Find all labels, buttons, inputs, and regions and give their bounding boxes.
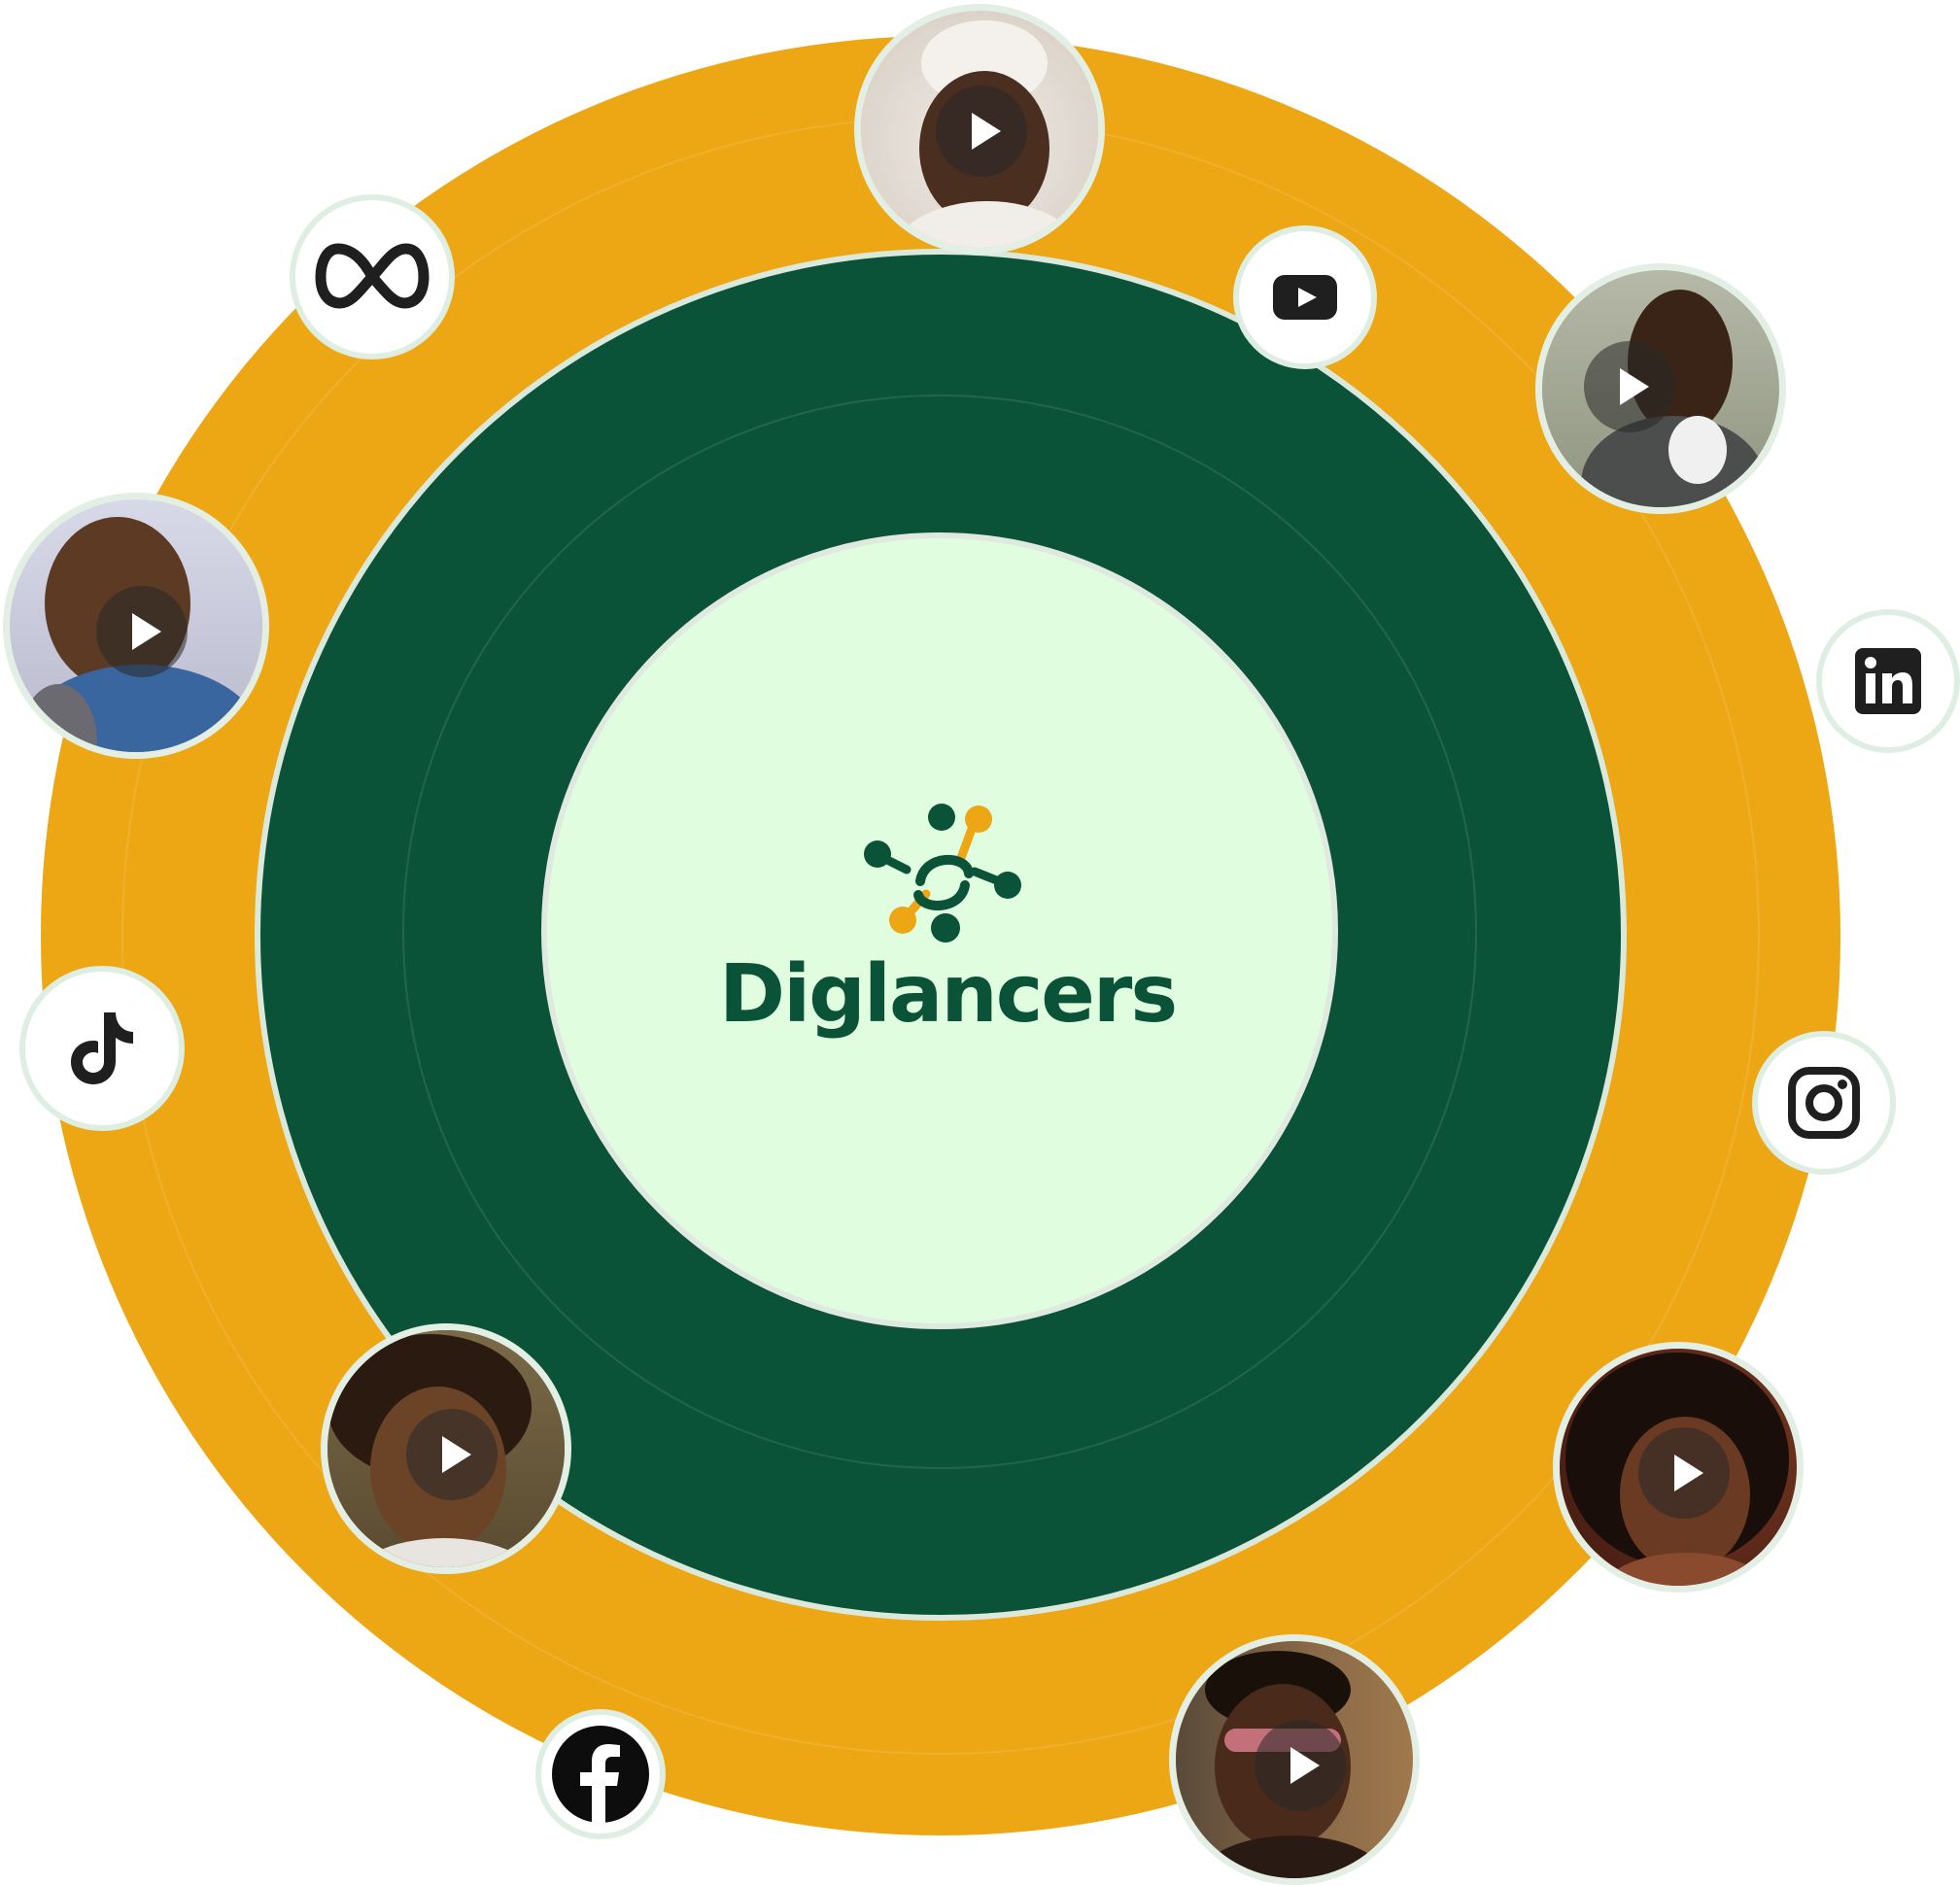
linkedin-badge[interactable] — [1816, 609, 1960, 753]
play-button[interactable] — [1584, 341, 1675, 432]
video-avatar-man-afro[interactable] — [321, 1323, 571, 1574]
brand-logo: Diglancers — [719, 802, 1178, 1054]
linkedin-icon — [1855, 648, 1921, 714]
logo-mark-icon — [864, 804, 1021, 942]
play-button[interactable] — [96, 586, 188, 677]
play-button[interactable] — [1255, 1720, 1346, 1811]
play-button[interactable] — [1638, 1427, 1730, 1519]
video-avatar-woman-headwrap[interactable] — [854, 4, 1105, 255]
facebook-badge[interactable] — [535, 1709, 666, 1839]
tiktok-icon — [71, 1012, 133, 1084]
video-avatar-man-glasses[interactable] — [3, 493, 269, 759]
video-avatar-woman-curly[interactable] — [1553, 1342, 1804, 1593]
brand-name: Diglancers — [719, 948, 1178, 1041]
facebook-icon — [552, 1726, 649, 1823]
tiktok-badge[interactable] — [19, 966, 185, 1131]
instagram-badge[interactable] — [1752, 1031, 1896, 1175]
video-avatar-woman-bantu-knots[interactable] — [1535, 263, 1786, 514]
play-button[interactable] — [936, 86, 1027, 177]
instagram-icon — [1788, 1067, 1860, 1139]
middle-ring-guide — [402, 394, 1477, 1469]
meta-icon — [315, 243, 430, 309]
play-button[interactable] — [406, 1409, 498, 1500]
video-avatar-man-sunglasses[interactable] — [1169, 1634, 1420, 1885]
meta-badge[interactable] — [290, 194, 455, 360]
youtube-badge[interactable] — [1233, 225, 1377, 369]
youtube-icon — [1273, 275, 1337, 320]
